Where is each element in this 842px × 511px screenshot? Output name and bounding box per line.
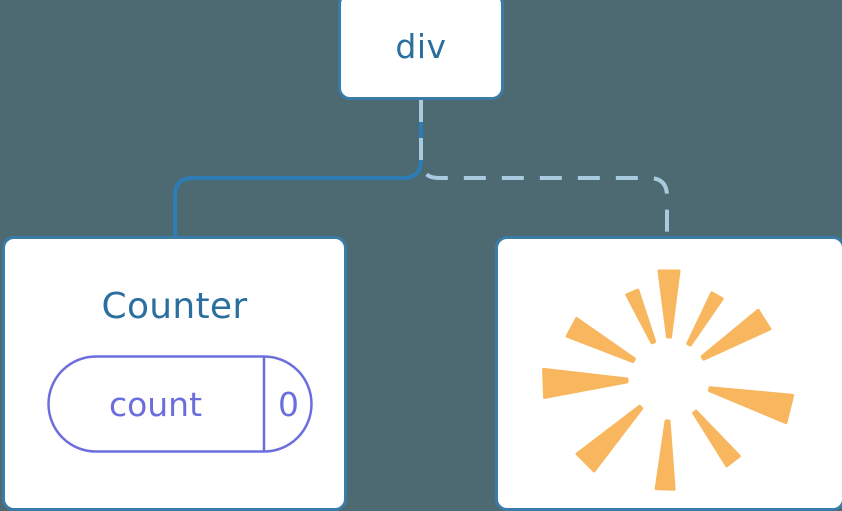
node-div[interactable]: div — [338, 0, 504, 100]
ray-s — [654, 419, 676, 491]
ray-e — [707, 386, 795, 425]
ray-n — [657, 269, 681, 339]
node-div-label: div — [395, 26, 447, 66]
ray-ne — [700, 308, 772, 361]
node-counter[interactable]: Counter count 0 — [2, 236, 347, 511]
sparkle-burst-svg — [542, 269, 795, 491]
prop-value-count: 0 — [278, 384, 299, 424]
prop-pill-count[interactable]: count 0 — [47, 355, 313, 453]
sparkle-burst-icon — [498, 239, 842, 508]
prop-pill-shape — [47, 355, 313, 453]
ray-ese — [692, 409, 741, 468]
ray-nne — [686, 291, 724, 347]
ray-w — [542, 367, 629, 399]
ray-wnw — [565, 317, 636, 364]
ray-nnw — [625, 288, 657, 345]
prop-key-count: count — [108, 384, 203, 424]
node-burst[interactable] — [495, 236, 842, 511]
edge-div-to-counter — [173, 100, 423, 240]
ray-ssw — [575, 404, 644, 473]
edge-div-to-burst — [419, 100, 669, 240]
node-counter-label: Counter — [101, 286, 248, 327]
